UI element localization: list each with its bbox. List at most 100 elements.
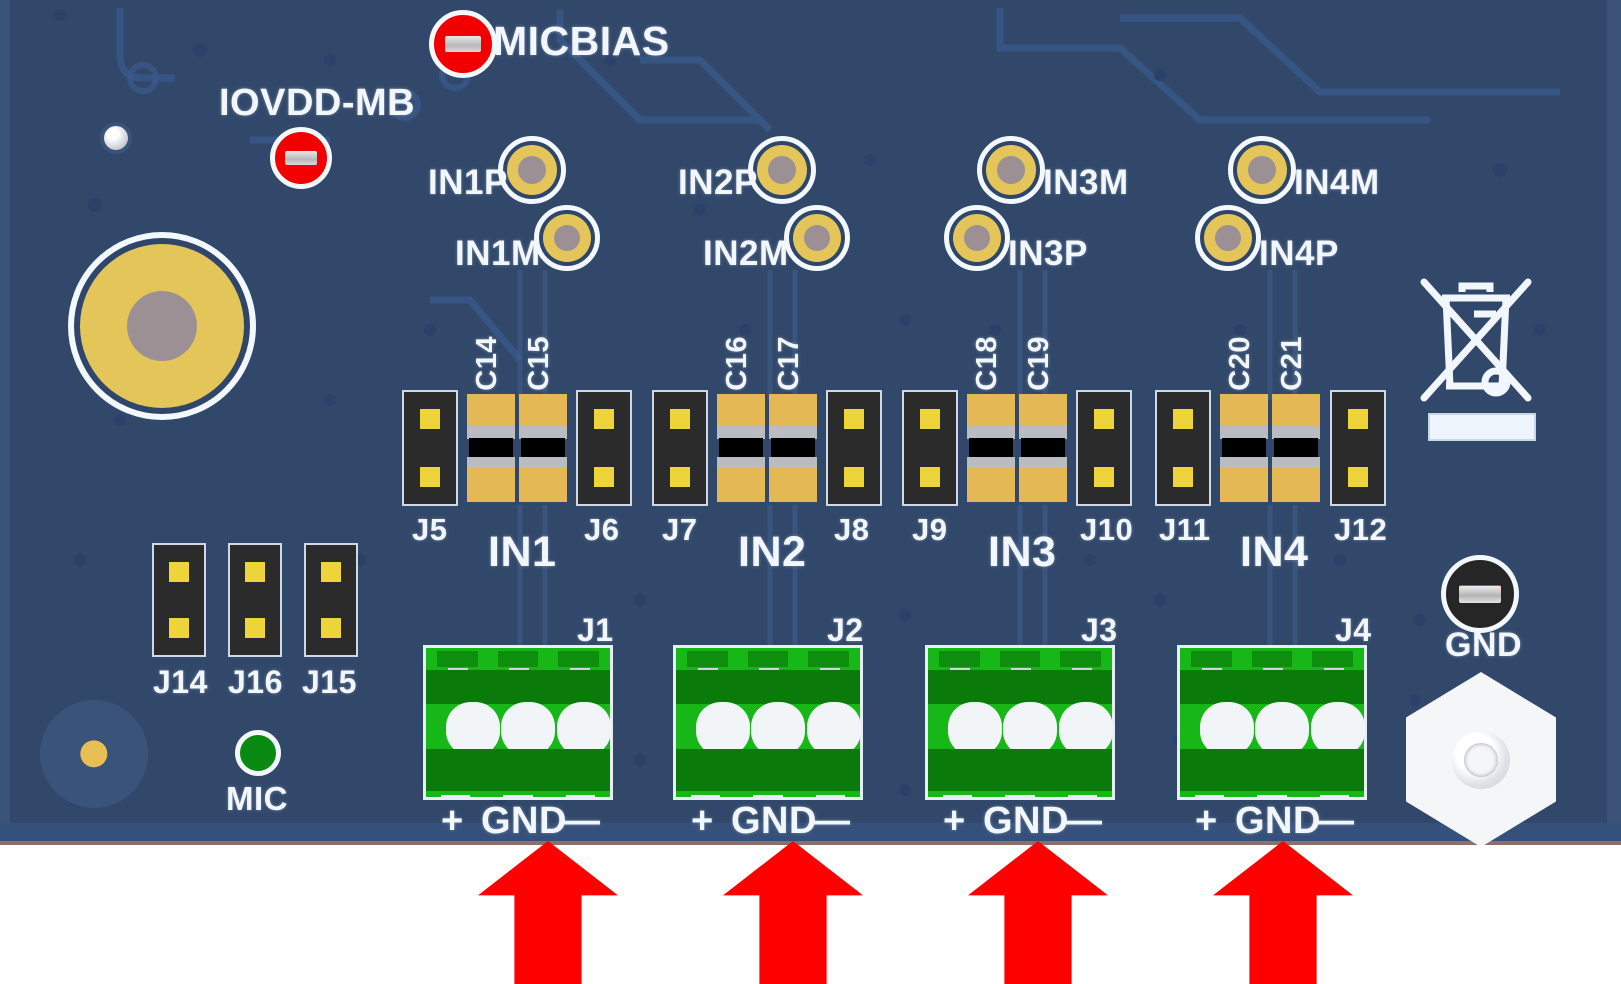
terminal-screw-hole[interactable] [501, 702, 556, 756]
board-edge-right [1607, 0, 1621, 845]
capacitor-c15 [519, 394, 567, 502]
weee-crossed-out-wheelie-bin-icon [1420, 278, 1532, 402]
pad-hole [803, 224, 831, 252]
header-pin [594, 467, 614, 487]
header-j7[interactable] [652, 390, 708, 506]
capacitor-c14 [467, 394, 515, 502]
test-point-in2p-label: IN2P [678, 163, 758, 202]
header-j10[interactable] [1076, 390, 1132, 506]
header-pin [1348, 467, 1368, 487]
jumper-micbias-label: MICBIAS [493, 18, 670, 64]
header-j8[interactable] [826, 390, 882, 506]
terminal-screw-hole[interactable] [556, 702, 611, 756]
pad-hole [997, 156, 1025, 184]
terminal-block-j3[interactable] [925, 645, 1115, 800]
capacitor-c20-label: C20 [1224, 336, 1256, 391]
header-j12[interactable] [1330, 390, 1386, 506]
header-j14-label: J14 [153, 664, 208, 700]
pcb-board: MICBIAS IOVDD-MB IN1P IN1M IN2P [0, 0, 1621, 845]
jumper-mic[interactable] [235, 730, 281, 776]
test-point-in2p[interactable] [748, 136, 816, 204]
header-j15[interactable] [304, 543, 358, 657]
terminal-block-j2[interactable] [673, 645, 863, 800]
capacitor-c19 [1019, 394, 1067, 502]
terminal-block-j4[interactable] [1177, 645, 1367, 800]
header-j10-label: J10 [1080, 512, 1134, 547]
header-pin [920, 409, 940, 429]
test-point-in2m[interactable] [784, 205, 850, 271]
channel-in1-label: IN1 [488, 528, 557, 576]
terminal-screw-hole[interactable] [948, 702, 1003, 756]
pad-hole [80, 740, 108, 768]
terminal-screw-hole[interactable] [446, 702, 501, 756]
terminal-screw-hole[interactable] [1058, 702, 1113, 756]
annotation-arrow-j3 [968, 841, 1108, 984]
pad-hole [553, 224, 581, 252]
header-j14[interactable] [152, 543, 206, 657]
board-edge-line [0, 841, 1621, 845]
jumper-micbias[interactable] [429, 10, 497, 78]
jumper-iovddmb[interactable] [270, 127, 332, 189]
header-j6[interactable] [576, 390, 632, 506]
board-edge-left [0, 0, 10, 845]
mounting-pad-large [68, 232, 256, 420]
jumper-gnd[interactable] [1441, 555, 1519, 633]
terminal-screw-hole[interactable] [1255, 702, 1310, 756]
capacitor-c19-label: C19 [1023, 336, 1055, 391]
header-j5[interactable] [402, 390, 458, 506]
capacitor-c18-label: C18 [971, 336, 1003, 391]
terminal-j1-pin-negative: — [562, 800, 601, 842]
terminal-screw-hole[interactable] [806, 702, 861, 756]
test-point-in1m-label: IN1M [455, 234, 541, 273]
header-j9[interactable] [902, 390, 958, 506]
terminal-j3-pin-gnd: GND [983, 800, 1069, 842]
test-point-in1p[interactable] [498, 136, 566, 204]
jumper-gnd-label: GND [1445, 626, 1523, 664]
terminal-screw-hole[interactable] [1200, 702, 1255, 756]
test-point-in3m[interactable] [977, 136, 1045, 204]
pad-hole [768, 156, 796, 184]
shunt-icon [445, 36, 481, 52]
test-point-in1m[interactable] [534, 205, 600, 271]
annotation-arrow-j1 [478, 841, 618, 984]
capacitor-c16 [717, 394, 765, 502]
header-j8-label: J8 [834, 512, 870, 547]
channel-in2-label: IN2 [738, 528, 807, 576]
terminal-screw-hole[interactable] [1310, 702, 1365, 756]
terminal-screw-hole[interactable] [696, 702, 751, 756]
test-point-in4m[interactable] [1228, 136, 1296, 204]
terminal-screw-hole[interactable] [1003, 702, 1058, 756]
jumper-mic-label: MIC [226, 780, 288, 817]
header-pin [245, 562, 265, 582]
header-pin [420, 467, 440, 487]
terminal-screw-hole[interactable] [751, 702, 806, 756]
header-j15-label: J15 [302, 664, 357, 700]
header-pin [844, 409, 864, 429]
header-pin [169, 562, 189, 582]
test-point-in4m-label: IN4M [1294, 163, 1380, 202]
header-pin [1173, 409, 1193, 429]
terminal-j1-pin-gnd: GND [481, 800, 567, 842]
test-point-in2m-label: IN2M [703, 234, 789, 273]
header-j12-label: J12 [1334, 512, 1388, 547]
channel-in4-label: IN4 [1240, 528, 1309, 576]
header-j11[interactable] [1155, 390, 1211, 506]
test-point-in3p[interactable] [944, 205, 1010, 271]
capacitor-c21-label: C21 [1276, 336, 1308, 391]
shunt-icon [284, 151, 318, 165]
header-j6-label: J6 [584, 512, 620, 547]
test-point-in4p-pad[interactable] [1195, 205, 1261, 271]
header-j16[interactable] [228, 543, 282, 657]
header-j7-label: J7 [662, 512, 698, 547]
header-pin [1173, 467, 1193, 487]
test-point-in3m-label: IN3M [1043, 163, 1129, 202]
mounting-pad-small [40, 700, 148, 808]
channel-in3-label: IN3 [988, 528, 1057, 576]
silkscreen-white-bar [1428, 413, 1536, 441]
annotation-arrow-j4 [1213, 841, 1353, 984]
header-pin [245, 618, 265, 638]
terminal-block-j1[interactable] [423, 645, 613, 800]
capacitor-c14-label: C14 [471, 336, 503, 391]
hex-standoff [1406, 672, 1556, 845]
